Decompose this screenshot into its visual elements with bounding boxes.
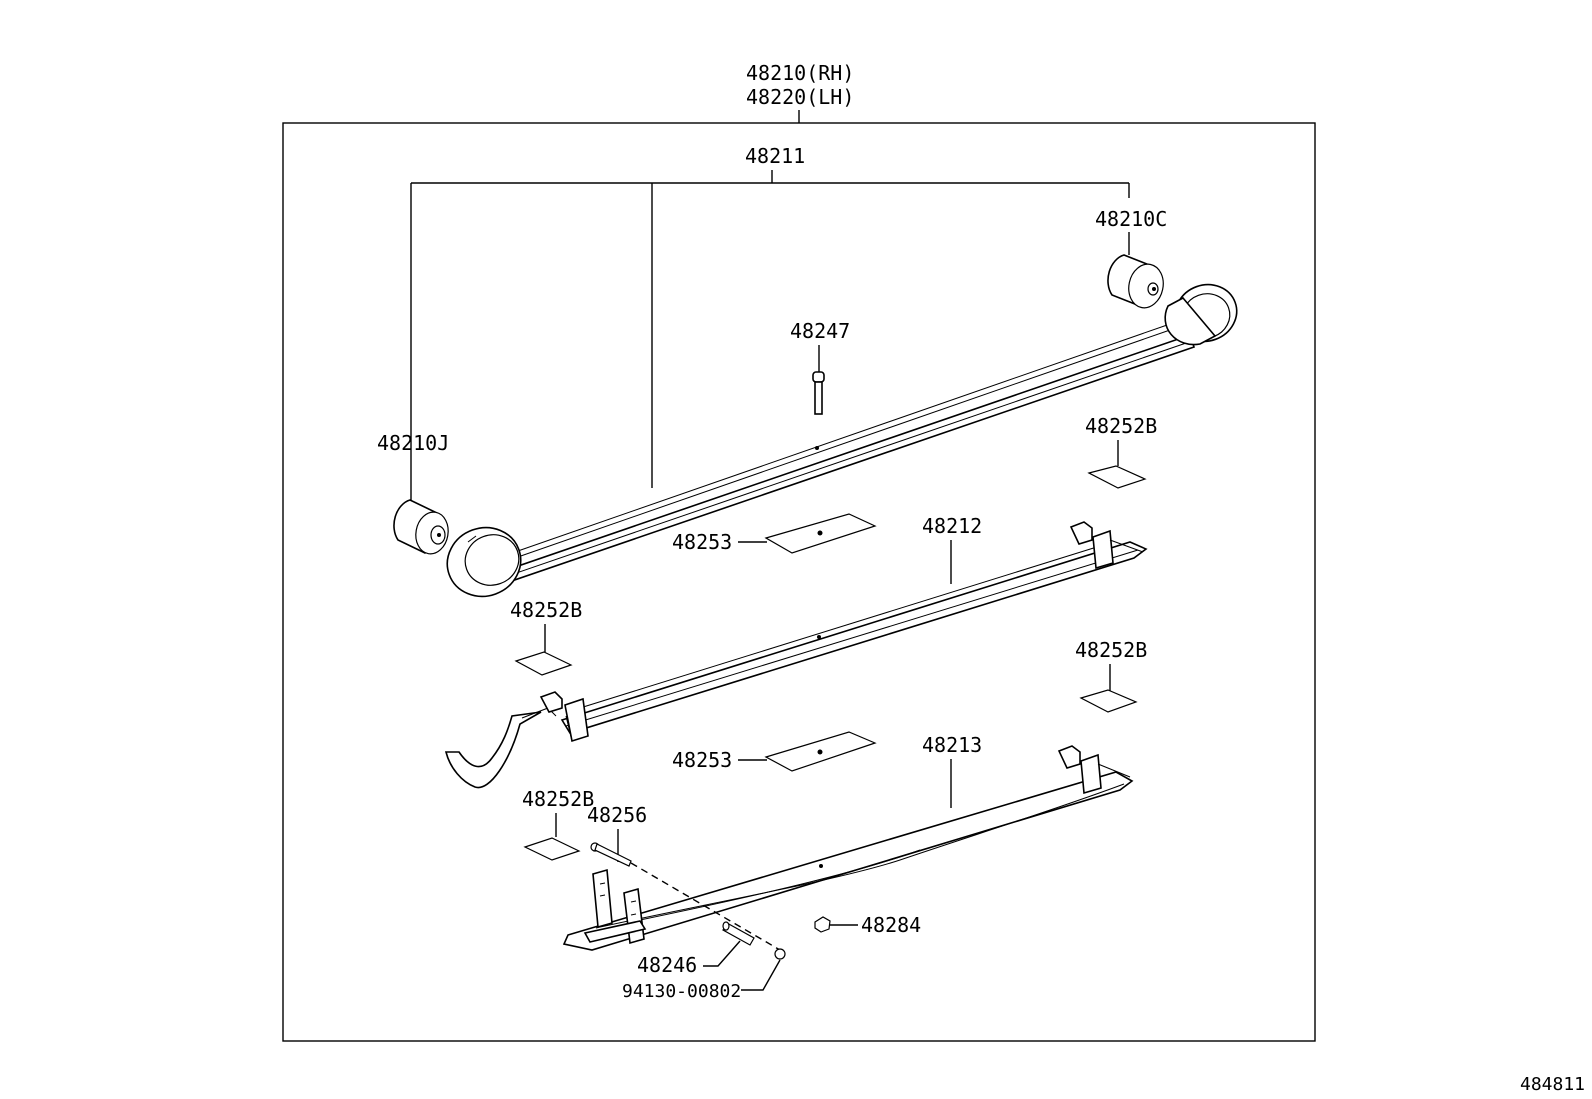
clip-nut[interactable] bbox=[814, 916, 831, 933]
pad-bottom-left[interactable] bbox=[523, 837, 581, 861]
insert-lower[interactable] bbox=[764, 731, 877, 772]
label-pad-top-right[interactable]: 48252B bbox=[1085, 414, 1157, 438]
clip-spacer[interactable] bbox=[722, 921, 755, 946]
assembly-frame bbox=[282, 122, 1316, 1042]
label-assy-rh[interactable]: 48210(RH) bbox=[746, 61, 854, 85]
leaf-no1[interactable] bbox=[438, 276, 1245, 607]
label-clip-spacer[interactable]: 48246 bbox=[637, 953, 697, 977]
leaf-no2[interactable] bbox=[444, 521, 1148, 789]
figure-number: 484811 bbox=[1520, 1074, 1585, 1095]
label-leaf-no1[interactable]: 48211 bbox=[745, 144, 805, 168]
label-clip-nut[interactable]: 48284 bbox=[861, 913, 921, 937]
pad-mid-right[interactable] bbox=[1079, 689, 1138, 713]
clip-bolt[interactable] bbox=[590, 842, 632, 867]
label-assy-lh[interactable]: 48220(LH) bbox=[746, 85, 854, 109]
leaf-no1-leader bbox=[410, 170, 1130, 500]
label-insert-upper[interactable]: 48253 bbox=[672, 530, 732, 554]
clip-spacer-leader bbox=[703, 940, 741, 967]
label-leaf-no3[interactable]: 48213 bbox=[922, 733, 982, 757]
label-clip-bolt[interactable]: 48256 bbox=[587, 803, 647, 827]
label-bushing-rear[interactable]: 48210J bbox=[377, 431, 449, 455]
label-insert-lower[interactable]: 48253 bbox=[672, 748, 732, 772]
label-bushing-front[interactable]: 48210C bbox=[1095, 207, 1167, 231]
label-pad-bottom-left[interactable]: 48252B bbox=[522, 787, 594, 811]
label-pad-mid-left[interactable]: 48252B bbox=[510, 598, 582, 622]
label-leaf-no2[interactable]: 48212 bbox=[922, 514, 982, 538]
label-rivet[interactable]: 94130-00802 bbox=[622, 981, 741, 1002]
pad-mid-left[interactable] bbox=[514, 651, 573, 676]
pad-top-right[interactable] bbox=[1087, 465, 1147, 489]
rivet-leader bbox=[741, 959, 781, 991]
bushing-front[interactable] bbox=[1107, 254, 1167, 311]
insert-upper[interactable] bbox=[764, 513, 877, 554]
bushing-rear[interactable] bbox=[393, 499, 451, 556]
rivet[interactable] bbox=[774, 948, 786, 960]
clip-assembly-dashed-line bbox=[630, 862, 781, 951]
center-bolt[interactable] bbox=[812, 371, 825, 415]
label-center-bolt[interactable]: 48247 bbox=[790, 319, 850, 343]
leaf-no3[interactable] bbox=[562, 745, 1134, 951]
label-pad-mid-right[interactable]: 48252B bbox=[1075, 638, 1147, 662]
